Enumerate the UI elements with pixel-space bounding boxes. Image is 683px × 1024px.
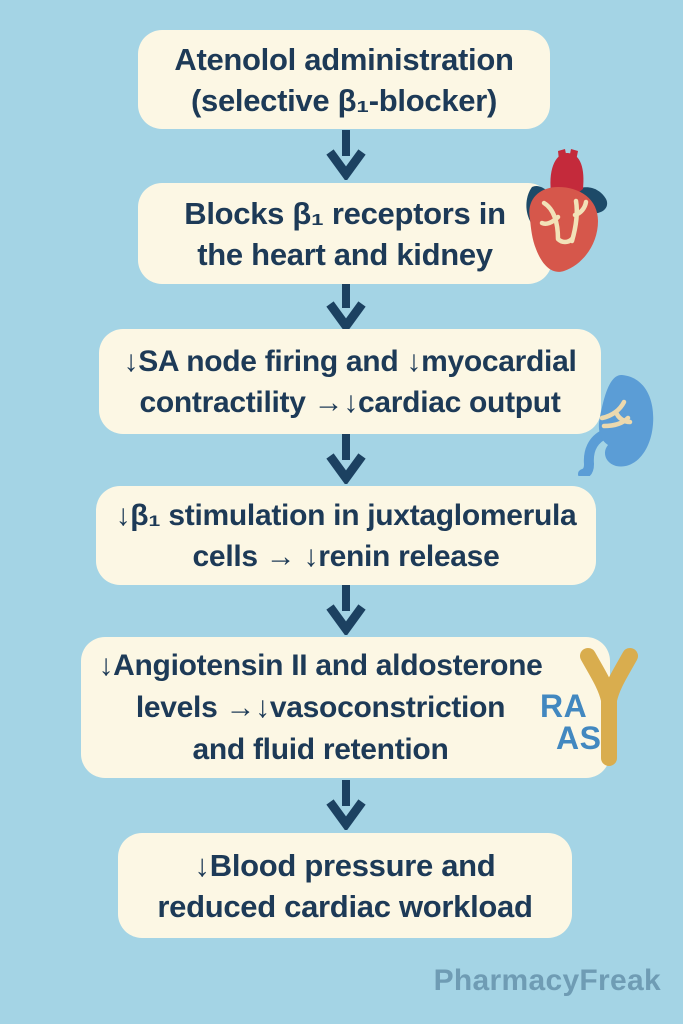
box-juxtaglomerular-effect: ↓β₁ stimulation in juxtaglomerula cells … — [96, 486, 596, 585]
raas-label-as: AS — [556, 720, 602, 756]
box-clinical-outcome: ↓Blood pressure and reduced cardiac work… — [118, 833, 572, 938]
watermark-pharmacyfreak: PharmacyFreak — [433, 964, 661, 997]
down-arrow-icon — [326, 434, 366, 484]
box-raas-suppression: ↓Angiotensin II and aldosterone levels →… — [81, 637, 610, 778]
raas-label-ra: RA — [540, 688, 588, 724]
box-text-line: reduced cardiac workload — [157, 888, 533, 924]
box-cardiac-effects: ↓SA node firing and ↓myocardial contract… — [99, 329, 601, 434]
down-arrow-icon — [326, 780, 366, 830]
box-text-line: Blocks β₁ receptors in — [184, 195, 506, 231]
box-text-line: ↓β₁ stimulation in juxtaglomerula — [115, 498, 577, 532]
receptor-y-icon — [580, 648, 638, 766]
down-arrow-icon — [326, 130, 366, 180]
box-text-line: ↓Angiotensin II and aldosterone — [98, 648, 543, 682]
box-atenolol-administration: Atenolol administration (selective β₁-bl… — [138, 30, 550, 129]
box-text-line: Atenolol administration — [174, 41, 514, 77]
box-text-line: ↓SA node firing and ↓myocardial — [123, 344, 577, 378]
box-beta1-receptor-blockade: Blocks β₁ receptors in the heart and kid… — [138, 183, 552, 284]
box-text-line: (selective β₁-blocker) — [191, 82, 497, 118]
down-arrow-icon — [326, 282, 366, 332]
box-text-line: the heart and kidney — [197, 236, 493, 272]
heart-icon — [526, 149, 608, 272]
raas-receptor-icon: RA AS — [536, 646, 648, 770]
box-text-line: and fluid retention — [192, 732, 449, 766]
box-text-line: cells → ↓renin release — [192, 539, 500, 573]
box-text-line: contractility →↓cardiac output — [139, 385, 561, 419]
down-arrow-icon — [326, 585, 366, 635]
kidney-icon — [578, 374, 654, 476]
box-text-line: levels →↓vasoconstriction — [135, 690, 506, 724]
box-text-line: ↓Blood pressure and — [194, 847, 496, 883]
